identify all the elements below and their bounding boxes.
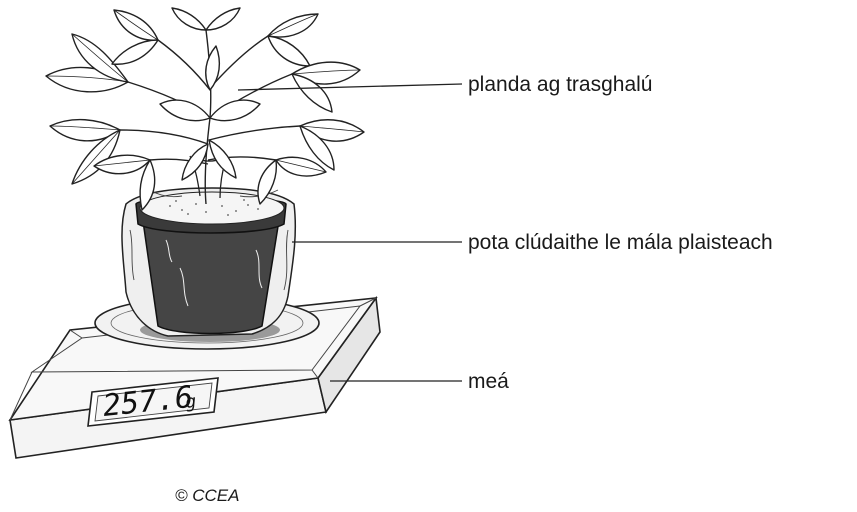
soil-surface bbox=[139, 191, 285, 225]
digital-display: 257.6 g bbox=[87, 377, 219, 427]
leader-lines bbox=[237, 83, 463, 382]
leaf-veins bbox=[45, 9, 365, 185]
plant-label: planda ag trasghalú bbox=[468, 73, 653, 96]
plant-leaves bbox=[45, 7, 365, 211]
copyright-credit: © CCEA bbox=[175, 486, 240, 505]
plant bbox=[45, 7, 365, 211]
balance-label: meá bbox=[468, 370, 509, 393]
pot-body bbox=[141, 213, 281, 335]
plant-leader-line bbox=[237, 83, 463, 91]
pot-label: pota clúdaithe le mála plaisteach bbox=[468, 231, 773, 254]
pot bbox=[121, 155, 297, 342]
display-unit: g bbox=[184, 391, 197, 413]
